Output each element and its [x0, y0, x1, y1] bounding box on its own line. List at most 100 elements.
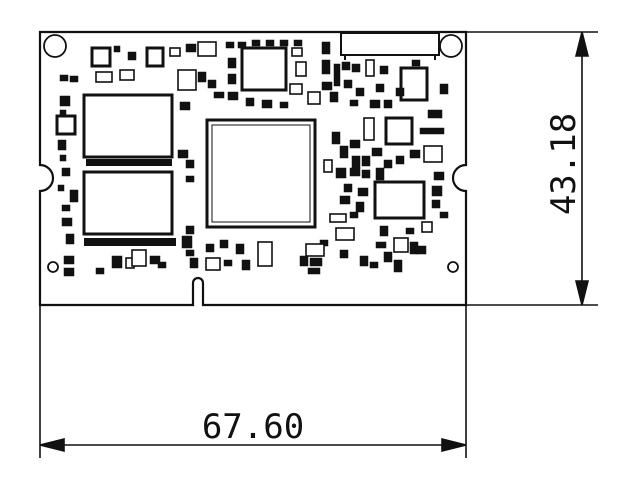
smd-component — [393, 237, 409, 253]
smd-component — [279, 101, 289, 109]
smd-component — [227, 57, 237, 69]
smd-component — [177, 149, 189, 159]
smd-component — [69, 189, 79, 203]
pmic-chip — [240, 46, 288, 92]
smd-component — [295, 61, 307, 77]
smd-component — [157, 261, 167, 269]
smd-component — [439, 211, 449, 219]
smd-component — [439, 83, 449, 95]
smd-component — [409, 149, 421, 159]
smd-component — [395, 87, 405, 97]
smd-component — [95, 267, 105, 275]
smd-component — [127, 51, 137, 61]
smd-component — [63, 255, 75, 265]
smd-component — [291, 47, 303, 57]
smd-component — [197, 41, 217, 57]
smd-component — [181, 235, 193, 249]
smd-component — [189, 257, 199, 269]
smd-component — [149, 255, 161, 265]
width-arrow-left — [39, 437, 65, 453]
smd-component — [185, 225, 195, 235]
smd-component — [265, 39, 275, 47]
smd-component — [431, 185, 443, 197]
smd-component — [343, 79, 353, 89]
smd-component — [227, 91, 239, 101]
smd-component — [415, 245, 427, 255]
width-dimension-label: 67.60 — [202, 407, 304, 447]
smd-component — [375, 241, 387, 249]
small-ic-2 — [399, 66, 429, 102]
smd-component — [225, 41, 235, 49]
smd-component — [393, 259, 403, 273]
mounting-hole-top-left — [43, 34, 67, 58]
smd-component — [59, 109, 67, 117]
small-ic-4 — [90, 46, 112, 68]
smd-component — [69, 75, 79, 83]
smd-component — [339, 195, 351, 205]
smd-component — [365, 59, 375, 77]
smd-component — [419, 127, 445, 135]
smd-component — [307, 267, 321, 275]
smd-component — [379, 65, 389, 75]
smd-component — [339, 145, 349, 159]
smd-component — [349, 99, 359, 107]
smd-component — [59, 154, 67, 162]
smd-component — [339, 249, 349, 259]
smd-component — [363, 117, 375, 141]
smd-component — [357, 187, 369, 197]
smd-component — [423, 145, 443, 163]
smd-component — [335, 167, 347, 179]
smd-component — [95, 71, 113, 83]
smd-component — [323, 159, 333, 173]
smd-component — [113, 45, 121, 53]
smd-component — [111, 255, 123, 269]
smd-component — [65, 233, 75, 245]
smd-component — [119, 69, 135, 81]
smd-component — [349, 167, 361, 177]
smd-component — [185, 175, 195, 183]
smd-component — [361, 169, 371, 179]
smd-component — [257, 241, 273, 267]
smd-component — [261, 99, 273, 109]
smd-component — [431, 199, 441, 209]
smd-component — [61, 217, 73, 227]
memory-chip-bottom — [82, 170, 174, 236]
smd-component — [63, 267, 75, 277]
smd-component — [335, 227, 355, 241]
smd-component — [131, 249, 147, 267]
width-dimension — [39, 305, 467, 458]
small-ic-1 — [384, 116, 414, 146]
smd-components — [57, 39, 449, 277]
smd-component — [205, 243, 215, 253]
height-arrow-top — [574, 31, 590, 57]
smd-component — [351, 63, 361, 73]
smd-component — [351, 155, 361, 169]
smd-component — [241, 259, 251, 271]
board-outline — [38, 30, 468, 307]
top-connector — [340, 32, 440, 60]
smd-component — [279, 39, 289, 47]
smd-component — [375, 83, 385, 93]
smd-component — [427, 109, 443, 119]
height-dimension-label: 43.18 — [544, 113, 584, 215]
smd-component — [223, 259, 233, 267]
ethernet-chip — [373, 180, 426, 220]
smd-component — [371, 147, 383, 157]
smd-component — [369, 261, 379, 269]
smd-component — [405, 227, 415, 235]
smd-component — [333, 63, 341, 87]
smd-component — [61, 204, 71, 212]
smd-component — [331, 131, 341, 145]
smd-component — [169, 47, 181, 57]
smd-component — [309, 257, 323, 267]
smd-component — [395, 155, 405, 165]
smd-component — [343, 183, 353, 193]
smd-component — [251, 39, 261, 47]
memory-chips — [82, 93, 174, 236]
small-ic-3 — [55, 114, 77, 136]
smd-component — [341, 61, 351, 71]
height-dimension — [466, 31, 598, 306]
smd-component — [235, 243, 245, 255]
smd-component — [349, 139, 361, 149]
